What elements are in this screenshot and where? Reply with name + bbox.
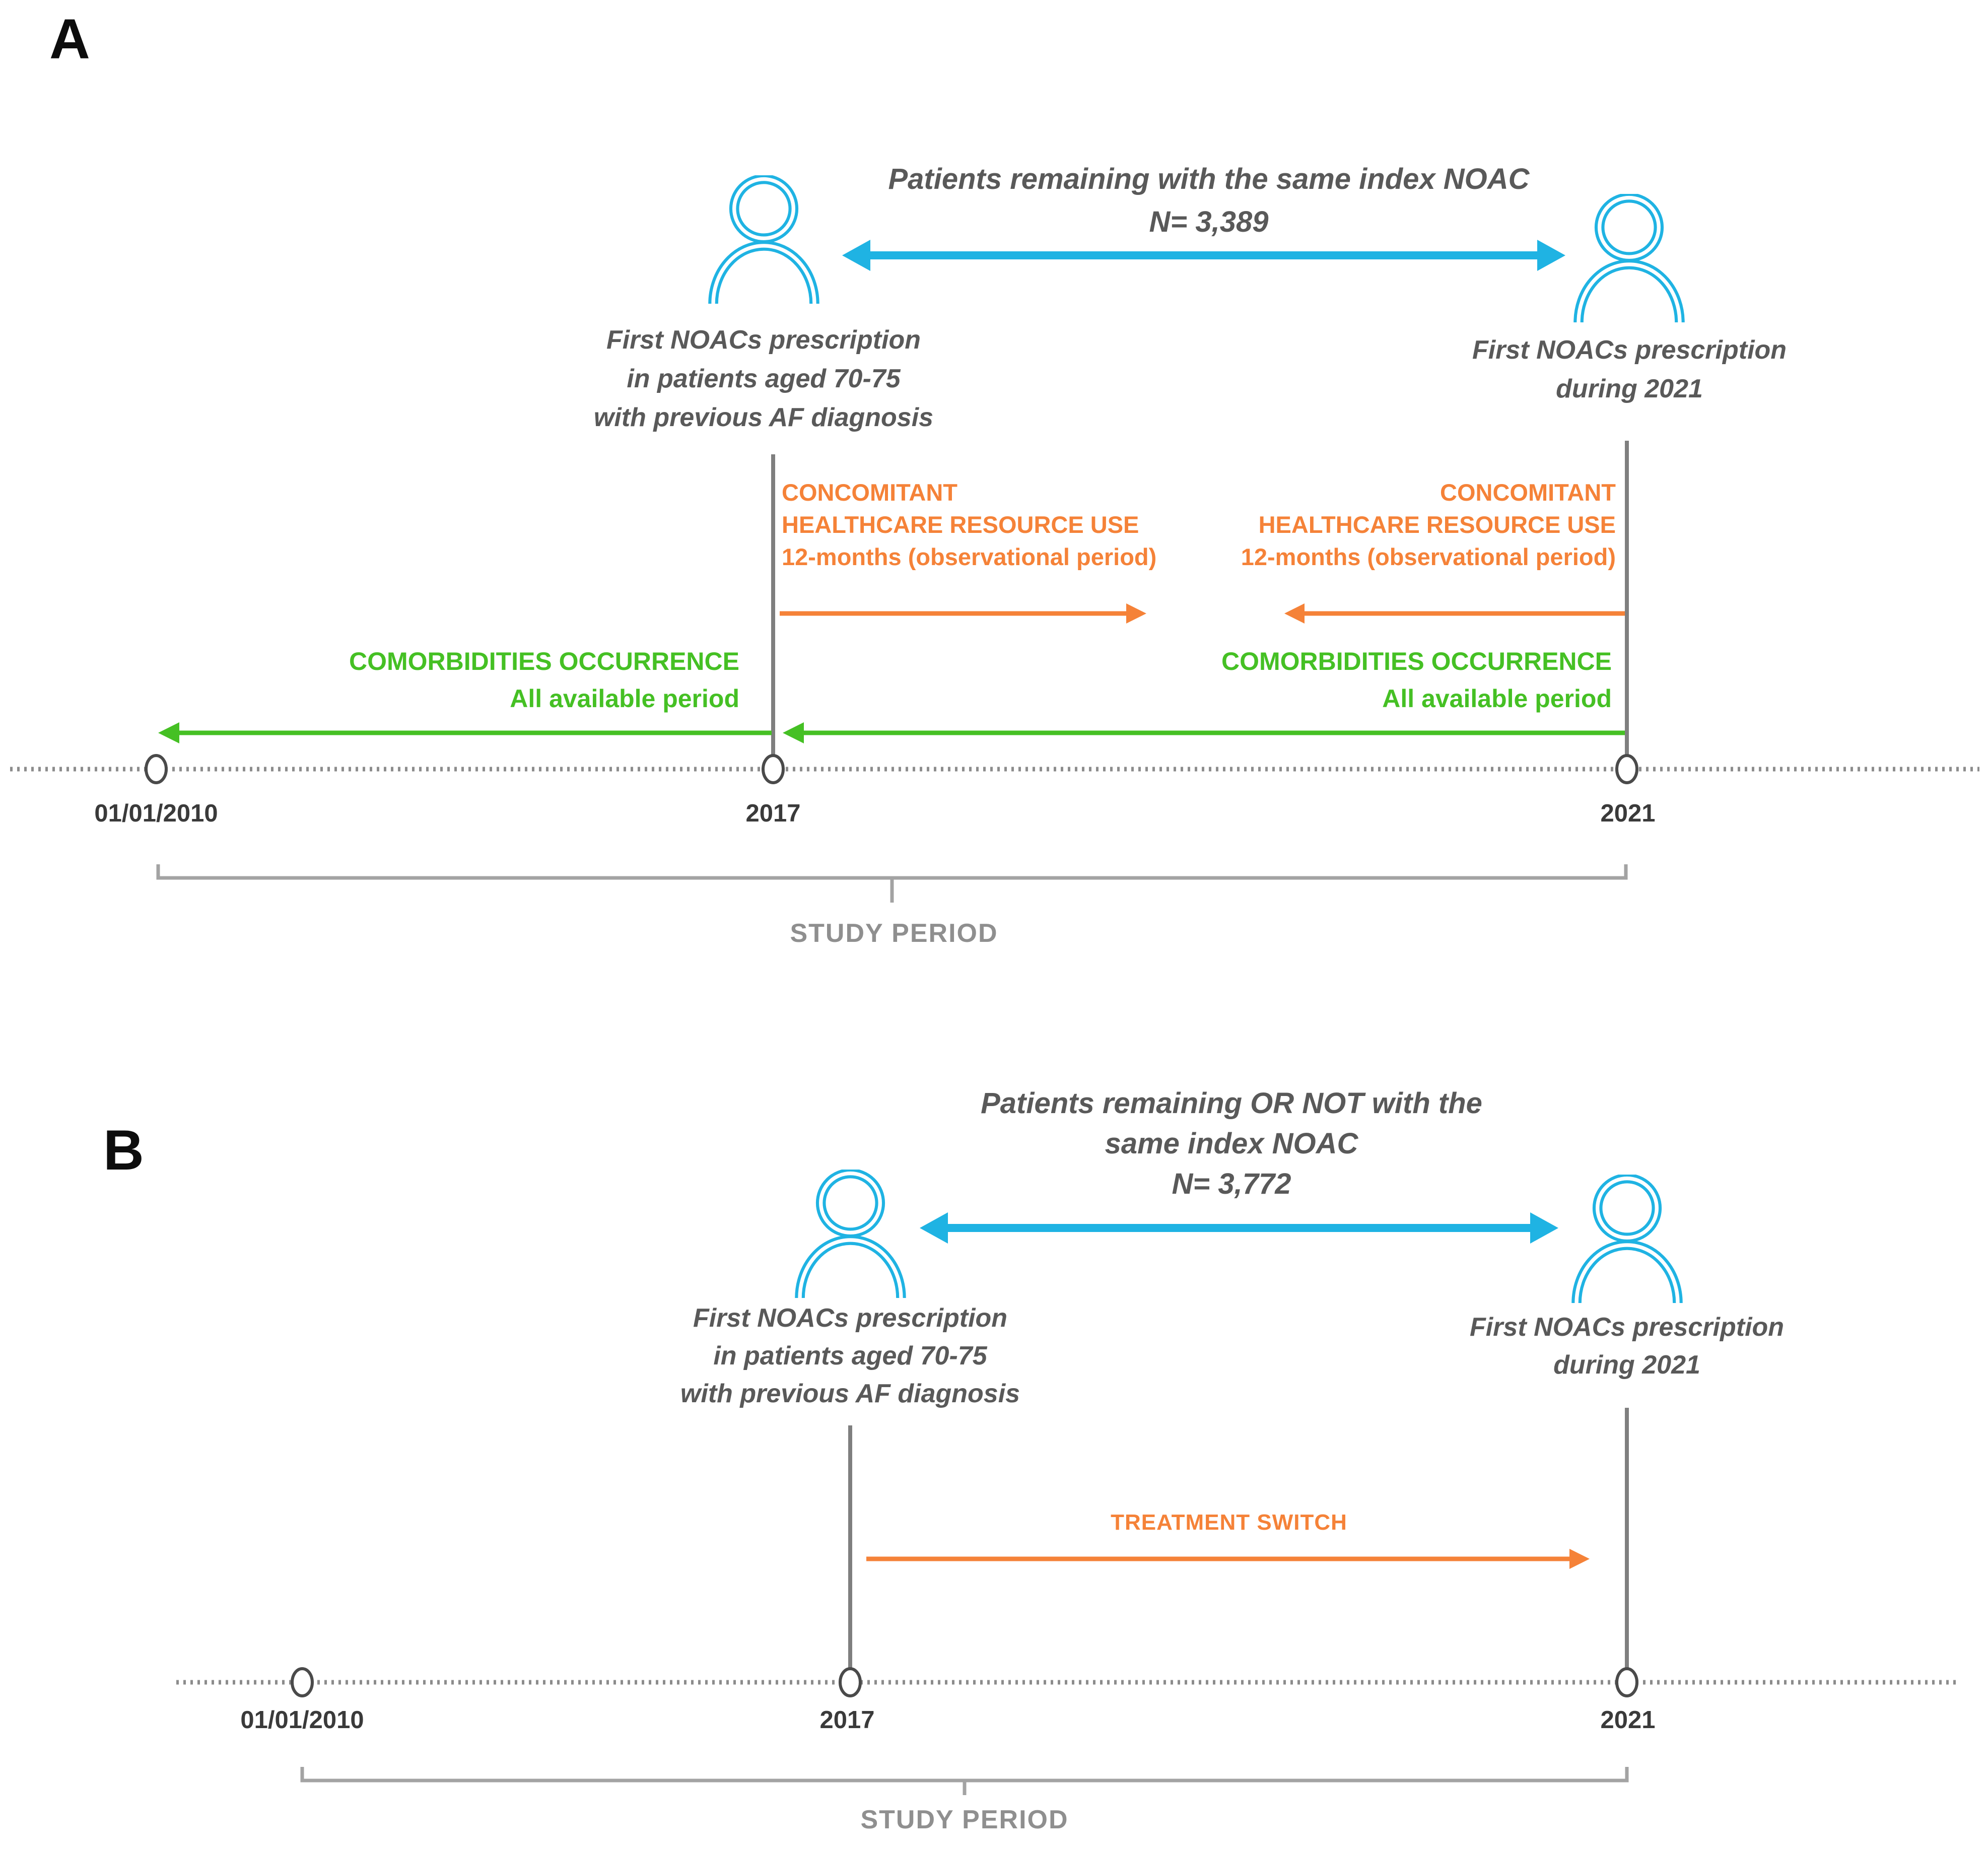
person-icon	[1576, 1179, 1678, 1303]
timeline-b-label-2021: 2021	[1600, 1706, 1656, 1734]
person-icon	[713, 179, 814, 304]
panel-a-left-caption: in patients aged 70-75	[627, 364, 901, 393]
timeline-b-label-2010: 01/01/2010	[240, 1706, 364, 1734]
panel-b-left-caption: with previous AF diagnosis	[680, 1379, 1020, 1408]
panel-b-title: Patients remaining OR NOT with the	[981, 1087, 1482, 1120]
timeline-a-label-2010: 01/01/2010	[94, 800, 218, 827]
panel-a-study-period: STUDY PERIOD	[790, 919, 998, 948]
panel-a-right-caption: during 2021	[1556, 374, 1703, 403]
timeline-a-label-2021: 2021	[1600, 800, 1656, 827]
panel-b-double-arrow	[920, 1212, 1558, 1244]
panel-a-n-count: N= 3,389	[1149, 206, 1269, 238]
panel-a-right-caption: First NOACs prescription	[1472, 335, 1787, 365]
panel-a-left-caption: with previous AF diagnosis	[593, 403, 934, 432]
panel-b-n-count: N= 3,772	[1172, 1168, 1291, 1200]
panel-a-left-green-label: All available period	[510, 684, 739, 713]
panel-a-double-arrow	[842, 240, 1565, 271]
panel-b-title: same index NOAC	[1105, 1127, 1358, 1160]
timeline-b-node-2017	[839, 1667, 862, 1697]
treatment-switch-label: TREATMENT SWITCH	[1111, 1510, 1347, 1535]
panel-a-title: Patients remaining with the same index N…	[888, 163, 1530, 195]
study-period-bracket-a	[156, 864, 1628, 903]
person-icon	[1579, 198, 1680, 322]
timeline-b-label-2017: 2017	[819, 1706, 875, 1734]
panel-b-right-caption: during 2021	[1553, 1350, 1700, 1380]
panel-a-right-orange-label: 12-months (observational period)	[1241, 543, 1616, 570]
timeline-a-node-2021	[1615, 754, 1638, 784]
panel-a-orange-arrow-right	[1284, 603, 1625, 624]
panel-a-left-green-label: COMORBIDITIES OCCURRENCE	[349, 647, 739, 675]
panel-a-green-arrow-left	[158, 722, 772, 743]
panel-b-study-period: STUDY PERIOD	[860, 1805, 1069, 1834]
panel-b-left-caption: First NOACs prescription	[693, 1304, 1008, 1333]
panel-a-left-caption: First NOACs prescription	[606, 325, 921, 355]
panel-a-right-orange-label: CONCOMITANT	[1440, 479, 1616, 506]
person-icon	[800, 1174, 901, 1298]
timeline-b-node-2010	[291, 1667, 314, 1697]
panel-a-left-orange-label: 12-months (observational period)	[782, 543, 1157, 570]
timeline-a-node-2017	[762, 754, 785, 784]
timeline-b-node-2021	[1615, 1667, 1638, 1697]
study-period-bracket-b	[300, 1767, 1629, 1795]
panel-a-right-green-label: All available period	[1382, 684, 1612, 713]
panel-a-right-orange-label: HEALTHCARE RESOURCE USE	[1258, 511, 1616, 538]
timeline-a-label-2017: 2017	[745, 800, 801, 827]
panel-a-left-orange-label: HEALTHCARE RESOURCE USE	[782, 511, 1139, 538]
panel-b-label: B	[103, 1119, 144, 1182]
timeline-a-node-2010	[145, 754, 168, 784]
panel-a-label: A	[49, 8, 90, 71]
panel-a-green-arrow-right	[783, 722, 1625, 743]
panel-b-left-caption: in patients aged 70-75	[713, 1341, 987, 1371]
panel-a-left-orange-label: CONCOMITANT	[782, 479, 957, 506]
panel-a-right-green-label: COMORBIDITIES OCCURRENCE	[1221, 647, 1612, 675]
panel-b-switch-arrow	[866, 1549, 1590, 1569]
panel-b-right-caption: First NOACs prescription	[1469, 1313, 1785, 1342]
panel-a-orange-arrow-left	[780, 603, 1146, 624]
